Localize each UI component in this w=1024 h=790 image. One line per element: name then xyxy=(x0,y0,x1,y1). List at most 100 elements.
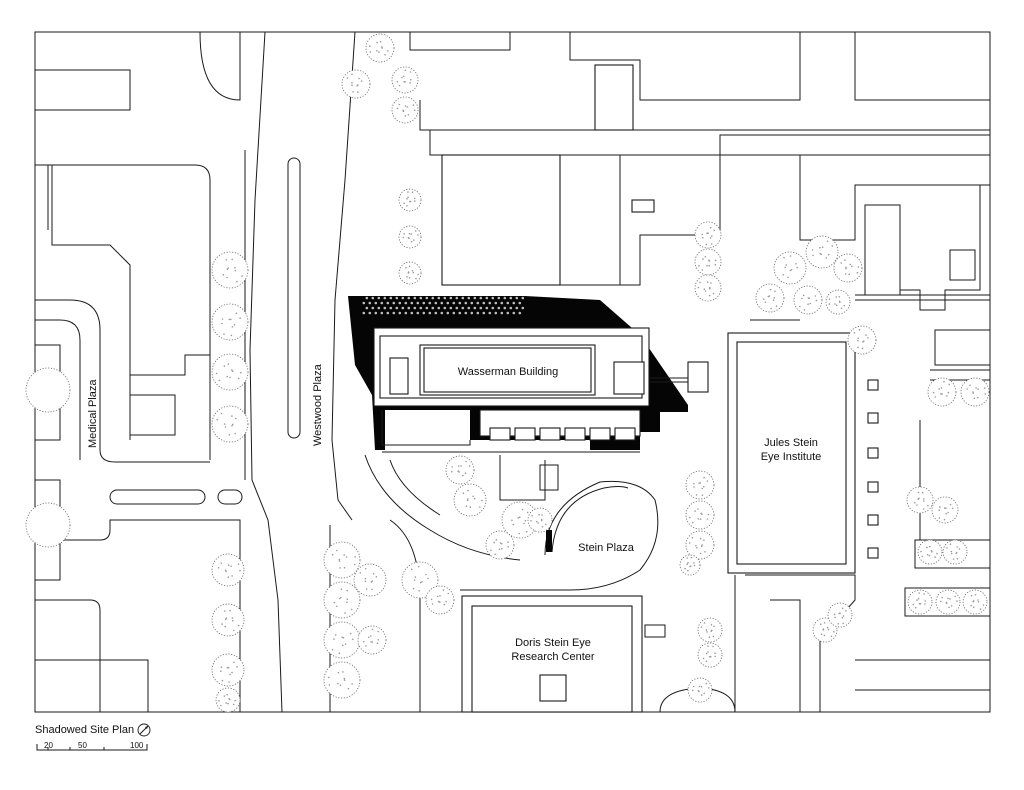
tree-stipple xyxy=(840,262,843,264)
tree-stipple xyxy=(692,685,695,688)
tree-stipple xyxy=(339,684,342,686)
tree-stipple xyxy=(472,495,474,498)
tree xyxy=(679,554,701,576)
hedge-stipple xyxy=(422,311,426,315)
tree xyxy=(445,455,475,485)
tree xyxy=(211,353,249,391)
tree-stipple xyxy=(465,460,467,463)
tree-stipple xyxy=(947,597,949,600)
tree-stipple xyxy=(360,80,363,82)
tree-stipple xyxy=(917,491,920,494)
hedge-stipple xyxy=(428,311,432,315)
tree-stipple xyxy=(227,666,230,669)
tree-stipple xyxy=(919,602,922,605)
hedge-stipple xyxy=(377,306,381,310)
tree-stipple xyxy=(354,556,356,558)
tree xyxy=(398,261,422,285)
tree-stipple xyxy=(941,393,943,395)
tree-stipple xyxy=(699,281,701,284)
tree xyxy=(425,585,455,615)
tree-stipple xyxy=(977,388,979,391)
tree-stipple xyxy=(406,197,408,200)
tree-stipple xyxy=(807,297,810,299)
tree xyxy=(353,563,387,597)
tree-stipple xyxy=(709,237,712,239)
hedge-stipple xyxy=(479,306,483,310)
tree-stipple xyxy=(231,326,234,328)
tree-stipple xyxy=(350,608,353,611)
tree-stipple xyxy=(705,629,708,631)
tree-stipple xyxy=(523,522,525,525)
tree-stipple xyxy=(498,548,501,550)
hedge-stipple xyxy=(440,301,444,305)
tree-stipple xyxy=(218,379,221,382)
tree-stipple xyxy=(949,598,951,600)
tree-stipple xyxy=(842,622,844,625)
tree-stipple xyxy=(916,504,918,506)
medical-plaza-area xyxy=(25,69,243,712)
tree-stipple xyxy=(340,596,342,599)
tree-stipple xyxy=(956,558,959,560)
tree-stipple xyxy=(411,270,414,272)
tree-stipple xyxy=(398,103,401,106)
tree-stipple xyxy=(462,474,464,477)
tree xyxy=(942,539,968,565)
tree-stipple xyxy=(240,371,242,374)
tree-stipple xyxy=(413,239,415,241)
tree-stipple xyxy=(912,603,915,606)
tree-stipple xyxy=(226,375,228,378)
tree-stipple xyxy=(412,587,415,590)
tree-stipple xyxy=(703,485,705,488)
tree-stipple xyxy=(445,600,447,603)
tree-stipple xyxy=(540,518,543,521)
tree-stipple xyxy=(823,622,826,624)
tree-stipple xyxy=(698,685,701,688)
hedge-stipple xyxy=(503,306,507,310)
tree-stipple xyxy=(802,294,805,297)
tree-stipple xyxy=(712,635,715,638)
tree xyxy=(960,377,990,407)
hedge-stipple xyxy=(425,306,429,310)
tree-stipple xyxy=(770,307,772,310)
tree-stipple xyxy=(924,600,927,602)
tree-stipple xyxy=(983,387,986,389)
hedge-stipple xyxy=(419,296,423,300)
tree-stipple xyxy=(220,670,222,672)
tree-stipple xyxy=(337,671,340,674)
tree xyxy=(391,96,419,124)
scale-tick-100: 100 xyxy=(130,741,144,750)
tree-stipple xyxy=(693,486,695,488)
tree-stipple xyxy=(784,266,786,269)
tree-stipple xyxy=(696,547,698,549)
tree-stipple xyxy=(233,661,235,664)
label-westwood-plaza: Westwood Plaza xyxy=(312,363,324,446)
tree-stipple xyxy=(467,489,469,492)
hedge-stipple xyxy=(449,296,453,300)
tree-stipple xyxy=(710,624,713,626)
hedge-stipple xyxy=(365,306,369,310)
tree-stipple xyxy=(338,652,341,654)
tree-stipple xyxy=(226,693,228,696)
tree-stipple xyxy=(376,41,378,44)
tree-stipple xyxy=(465,505,468,508)
tree-stipple xyxy=(970,604,972,607)
scale-tick-50: 50 xyxy=(78,741,87,750)
tree-stipple xyxy=(697,286,700,289)
tree-stipple xyxy=(708,636,711,638)
tree-stipple xyxy=(699,552,702,555)
tree-stipple xyxy=(693,562,695,564)
tree-stipple xyxy=(704,290,707,292)
tree-stipple xyxy=(417,273,419,276)
tree-stipple xyxy=(328,684,331,686)
tree-stipple xyxy=(921,491,924,494)
tree-stipple xyxy=(351,82,353,84)
tree-stipple xyxy=(833,631,835,633)
tree-stipple xyxy=(691,537,694,539)
label-stein-plaza: Stein Plaza xyxy=(578,542,635,554)
hedge-stipple xyxy=(482,301,486,305)
tree-stipple xyxy=(828,303,831,305)
tree-stipple xyxy=(378,51,380,53)
tree-stipple xyxy=(430,598,433,601)
tree-stipple xyxy=(955,551,958,554)
tree-stipple xyxy=(928,554,931,557)
